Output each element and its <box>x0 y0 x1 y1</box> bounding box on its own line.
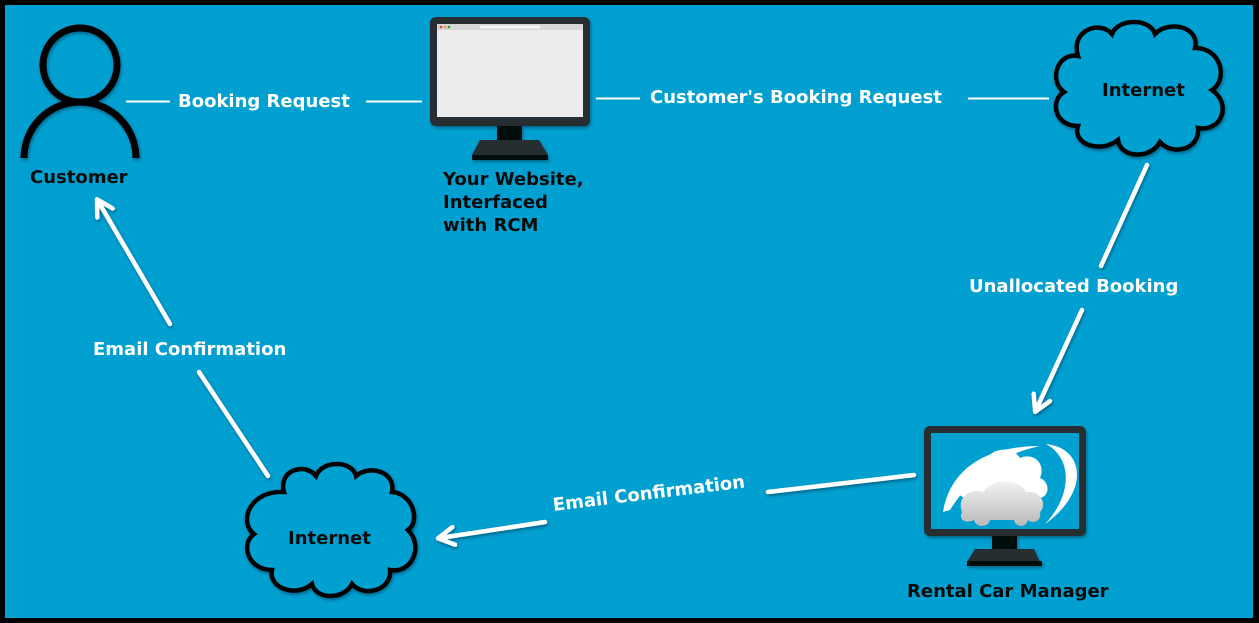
edge-email-confirmation-customer <box>98 201 271 479</box>
edge-customers-booking-request <box>595 98 1045 99</box>
website-monitor-icon <box>430 17 590 160</box>
rcm-label: Rental Car Manager <box>907 581 1109 602</box>
edge-label-customers-booking-request: Customer's Booking Request <box>650 87 942 108</box>
person-icon <box>20 24 140 159</box>
internet-top-label: Internet <box>1102 80 1185 101</box>
cloud-icon-top <box>1053 19 1225 157</box>
internet-bottom-label: Internet <box>288 528 371 549</box>
edge-label-booking-request: Booking Request <box>178 91 350 112</box>
customer-label: Customer <box>30 167 128 188</box>
edge-label-email-confirmation-customer: Email Confirmation <box>93 339 287 360</box>
rcm-logo-icon <box>943 444 1078 526</box>
website-label: Your Website, Interfaced with RCM <box>443 169 584 236</box>
edge-label-unallocated-booking: Unallocated Booking <box>969 276 1179 297</box>
cloud-icon-bottom <box>244 461 418 599</box>
edge-unallocated-booking <box>1036 162 1150 410</box>
edge-booking-request <box>125 101 418 102</box>
edge-email-confirmation-rcm <box>440 472 917 538</box>
